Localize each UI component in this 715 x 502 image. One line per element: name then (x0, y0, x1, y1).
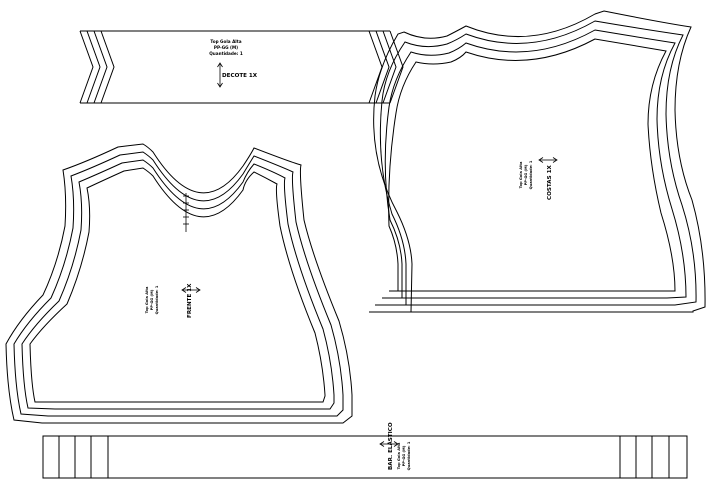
front-center-notches (183, 193, 189, 232)
neckband-label-2: PP-GG (M) (214, 45, 238, 50)
neckband-label-1: Top Gola Alta (210, 39, 241, 44)
elastic-left-grading (58, 436, 109, 478)
back-grading-outlines (369, 10, 706, 313)
back-grainline (538, 157, 558, 163)
back-label-1: Top Gola Alta (519, 161, 523, 188)
front-label-1: Top Gola Alta (145, 286, 149, 313)
elastic-label-1: Top Gola Alta (397, 442, 401, 469)
elastic-outline (42, 435, 688, 479)
elastic-right-grading (619, 436, 670, 478)
neckband-label-3: Quantidade: 1 (209, 51, 243, 56)
front-grading-outlines (5, 143, 353, 424)
neckband-piece: Top Gola Alta PP-GG (M) Quantidade: 1 DE… (79, 30, 404, 104)
neckband-right-grading (368, 30, 404, 104)
front-grainline (181, 287, 201, 293)
front-label-3: Quantidade: 1 (155, 285, 159, 314)
elastic-label: Top Gola Alta PP-GG (M) Quantidade: 1 (397, 441, 411, 470)
elastic-label-3: Quantidade: 1 (407, 441, 411, 470)
front-label: Top Gola Alta PP-GG (M) Quantidade: 1 (145, 285, 159, 314)
front-label-2: PP-GG (M) (150, 289, 154, 310)
elastic-piece: Top Gola Alta PP-GG (M) Quantidade: 1 BA… (42, 422, 688, 479)
elastic-grainline (379, 441, 399, 447)
elastic-cut-text: BAR. ELÁSTICO (387, 422, 394, 470)
back-label-2: PP-GG (M) (524, 164, 528, 185)
back-cut-text: COSTAS 1X (547, 165, 553, 200)
elastic-label-2: PP-GG (M) (402, 445, 406, 466)
neckband-left-grading (79, 30, 115, 104)
back-label-3: Quantidade: 1 (529, 160, 533, 189)
neckband-grainline (217, 62, 223, 88)
back-piece: Top Gola Alta PP-GG (M) Quantidade: 1 CO… (369, 10, 706, 313)
neckband-cut-text: DECOTE 1X (222, 73, 258, 79)
back-label: Top Gola Alta PP-GG (M) Quantidade: 1 (519, 160, 533, 189)
front-cut-text: FRENTE 1X (187, 283, 193, 318)
front-piece: Top Gola Alta PP-GG (M) Quantidade: 1 FR… (5, 143, 353, 424)
